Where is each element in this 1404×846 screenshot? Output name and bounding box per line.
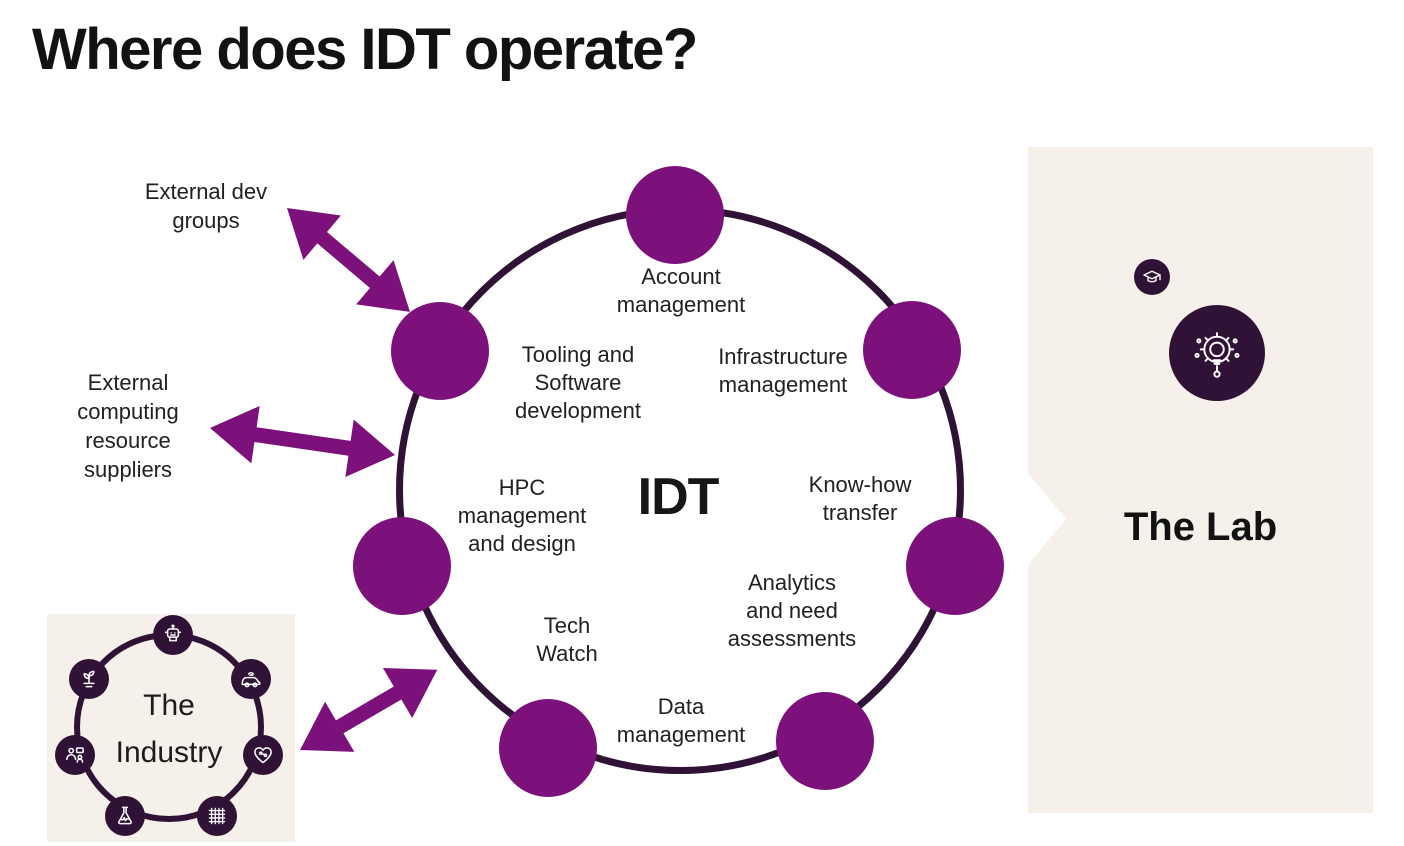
innovation-gear-bulb-icon xyxy=(1169,305,1265,401)
autonomous-car-icon xyxy=(231,659,271,699)
ring-node-lower-right xyxy=(776,692,874,790)
label-hpc-management-design: HPC management and design xyxy=(457,475,587,556)
label-external-computing-resource-suppliers: External computing resource suppliers xyxy=(77,370,179,482)
label-external-dev-groups: External dev groups xyxy=(144,179,268,233)
idt-hub-label: IDT xyxy=(637,468,720,526)
label-data-management: Data management xyxy=(616,694,746,747)
ring-node-lower-left xyxy=(499,699,597,797)
ring-node-upper-left xyxy=(391,302,489,400)
ring-node-left xyxy=(353,517,451,615)
ring-node-top xyxy=(626,166,724,264)
resource-suppliers-arrow xyxy=(210,405,396,478)
label-infrastructure-management: Infrastructure management xyxy=(718,344,848,397)
ring-node-right xyxy=(906,517,1004,615)
label-account-management: Account management xyxy=(616,264,746,317)
label-analytics-need-assessments: Analytics and need assessments xyxy=(727,570,857,651)
label-know-how-transfer: Know-how transfer xyxy=(808,472,912,525)
textile-grid-icon xyxy=(197,796,237,836)
label-tooling-software-development: Tooling and Software development xyxy=(515,342,641,423)
industry-title: The Industry xyxy=(115,689,223,769)
healthcare-heart-icon xyxy=(243,735,283,775)
industry-panel: The Industry xyxy=(47,614,295,842)
lab-arrow-notch xyxy=(1028,473,1066,565)
robot-icon xyxy=(153,615,193,655)
industry-arrow xyxy=(300,667,438,752)
page-title: Where does IDT operate? xyxy=(32,17,698,82)
chemistry-flask-icon xyxy=(105,796,145,836)
workforce-icon xyxy=(55,735,95,775)
graduation-cap-icon xyxy=(1134,259,1170,295)
ring-node-upper-right xyxy=(863,301,961,399)
label-tech-watch: Tech Watch xyxy=(536,613,598,666)
lab-panel: The Lab xyxy=(1028,147,1373,813)
agriculture-plant-icon xyxy=(69,659,109,699)
lab-title: The Lab xyxy=(1123,505,1278,549)
